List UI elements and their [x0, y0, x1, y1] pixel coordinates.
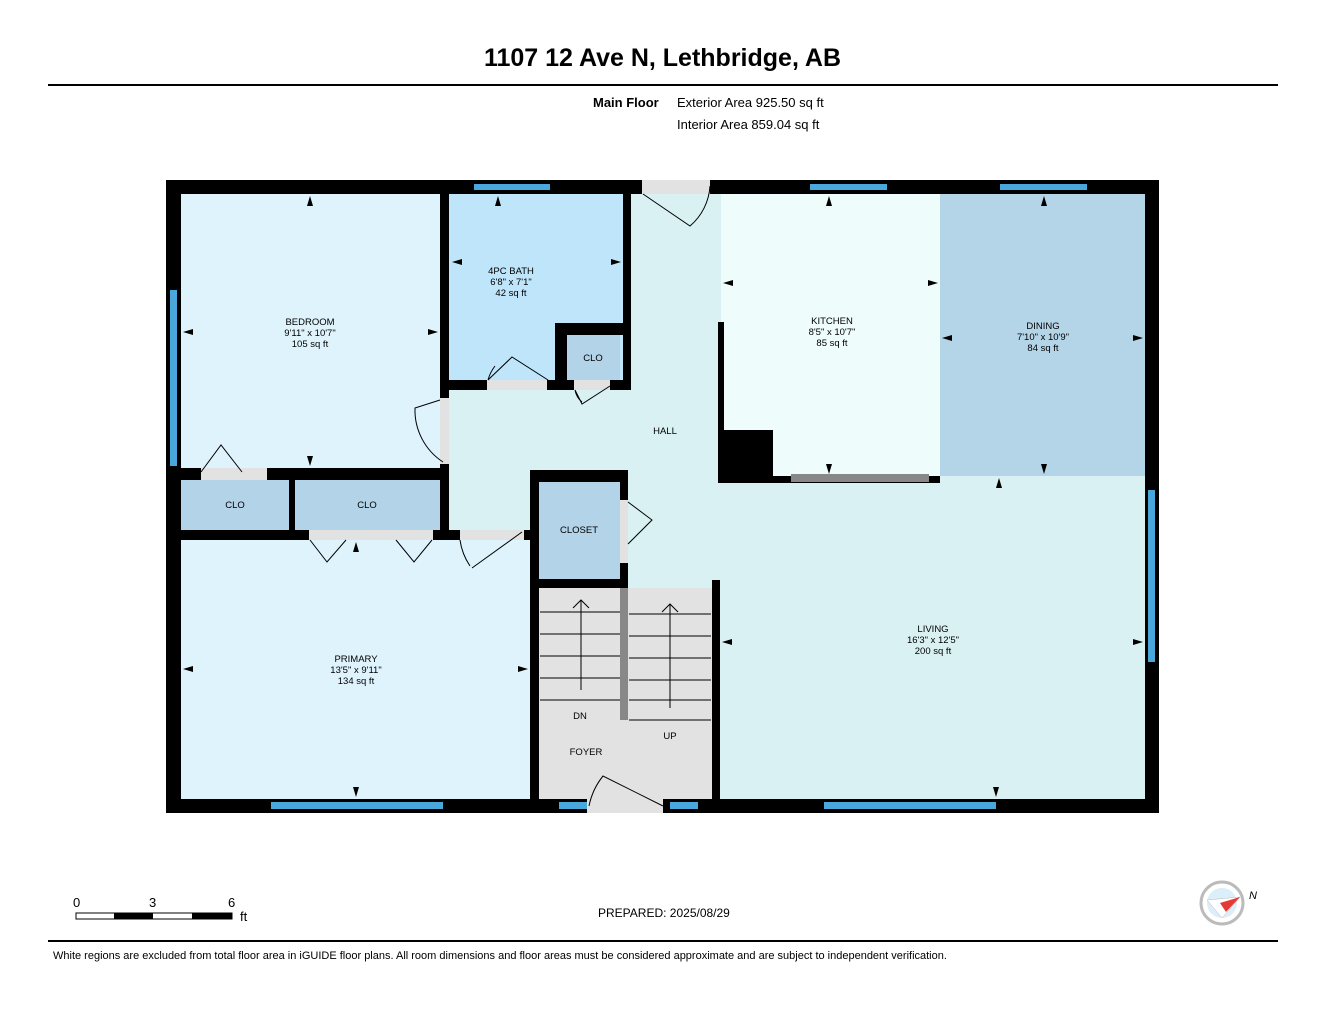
header-divider	[48, 84, 1278, 86]
compass-north-label: N	[1249, 890, 1257, 902]
bath-dims: 6'8" x 7'1"	[490, 277, 532, 288]
clo-1-label: CLO	[225, 500, 245, 511]
foyer-label: FOYER	[570, 747, 603, 758]
room-closet	[539, 482, 620, 579]
footer-divider	[48, 940, 1278, 942]
compass-icon: N	[1199, 880, 1257, 926]
primary-area: 134 sq ft	[338, 676, 375, 687]
bath-name: 4PC BATH	[488, 266, 534, 277]
kitchen-name: KITCHEN	[811, 316, 853, 327]
living-area: 200 sq ft	[915, 646, 952, 657]
scale-unit: ft	[240, 909, 248, 924]
bedroom-dims: 9'11" x 10'7"	[284, 328, 335, 339]
scale-bar	[75, 912, 233, 920]
primary-dims: 13'5" x 9'11"	[330, 665, 381, 676]
dining-dims: 7'10" x 10'9"	[1017, 332, 1069, 343]
scale-tick-6: 6	[228, 895, 236, 910]
kitchen-counter	[791, 474, 929, 482]
room-primary	[181, 540, 530, 799]
living-dims: 16'3" x 12'5"	[907, 635, 959, 646]
room-kitchen	[721, 194, 940, 476]
living-name: LIVING	[917, 624, 948, 635]
bath-area: 42 sq ft	[495, 288, 527, 299]
room-clo-2	[295, 480, 440, 530]
footer-note: White regions are excluded from total fl…	[53, 950, 947, 962]
primary-name: PRIMARY	[334, 654, 378, 665]
bedroom-area: 105 sq ft	[292, 339, 329, 350]
stairs-down-label: DN	[573, 711, 587, 722]
doors	[200, 180, 711, 813]
stairs-up-label: UP	[663, 731, 676, 742]
exterior-area: Exterior Area 925.50 sq ft	[677, 95, 824, 110]
bedroom-name: BEDROOM	[285, 317, 334, 328]
dimension-arrows	[183, 196, 1143, 797]
clo-2-label: CLO	[357, 500, 377, 511]
stairs	[540, 599, 711, 721]
scale-tick-0: 0	[73, 895, 81, 910]
room-bedroom	[181, 194, 440, 468]
dining-name: DINING	[1026, 321, 1059, 332]
scale-tick-3: 3	[149, 895, 157, 910]
interior-area: Interior Area 859.04 sq ft	[677, 117, 820, 132]
floor-name: Main Floor	[593, 95, 659, 110]
room-clo-1	[181, 480, 289, 530]
room-bath-closet	[567, 335, 620, 380]
closet-label: CLOSET	[560, 525, 598, 536]
plan-title: 1107 12 Ave N, Lethbridge, AB	[483, 44, 842, 72]
prepared-date: PREPARED: 2025/08/29	[598, 906, 730, 920]
kitchen-dims: 8'5" x 10'7"	[809, 327, 856, 338]
windows	[170, 184, 1155, 809]
kitchen-area: 85 sq ft	[816, 338, 848, 349]
dining-area: 84 sq ft	[1027, 343, 1059, 354]
bath-closet-label: CLO	[583, 353, 603, 364]
room-dining	[940, 194, 1145, 476]
hall-label: HALL	[653, 426, 677, 437]
stair-rail	[620, 588, 628, 720]
